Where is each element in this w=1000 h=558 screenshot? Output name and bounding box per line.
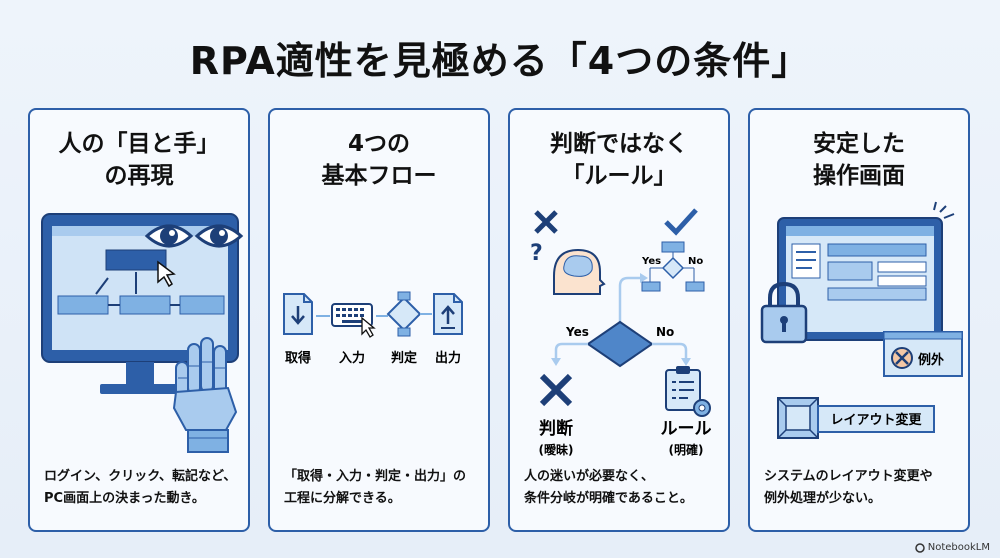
- flow-step-label: 出力: [435, 350, 461, 366]
- yes-label: Yes: [565, 325, 589, 339]
- footer-brand: NotebookLM: [915, 542, 990, 553]
- card-desc-line: 工程に分解できる。: [284, 491, 401, 506]
- monitor-icon: [777, 217, 943, 341]
- card-description: 人の迷いが必要なく、 条件分岐が明確であること。: [524, 466, 724, 510]
- flow-step-label: 入力: [339, 350, 365, 366]
- judgment-label: 判断: [539, 418, 573, 439]
- layout-change-label: レイアウト変更: [830, 412, 922, 428]
- basic-flow-diagram: 取得 入力 判定 出力: [283, 291, 463, 366]
- monitor-icon: [41, 213, 239, 394]
- footer-text: NotebookLM: [927, 542, 990, 553]
- mini-no-label: No: [688, 256, 703, 267]
- mini-flowchart: Yes No: [641, 241, 705, 292]
- card-desc-line: 条件分岐が明確であること。: [524, 491, 693, 506]
- upload-doc-icon: [433, 293, 463, 335]
- card-basic-flow: 4つの 基本フロー: [268, 108, 490, 532]
- card-description: 「取得・入力・判定・出力」の 工程に分解できる。: [284, 466, 484, 510]
- card-title-line: 判断ではなく: [550, 131, 688, 157]
- question-head-icon: ?: [530, 241, 606, 295]
- card-title-line: の再現: [104, 163, 174, 189]
- card-eyes-and-hands: 人の「目と手」 の再現 ロ: [28, 108, 250, 532]
- mini-yes-label: Yes: [641, 256, 661, 267]
- card-title-line: 安定した: [813, 131, 905, 157]
- download-doc-icon: [283, 293, 313, 335]
- no-label: No: [656, 325, 674, 339]
- card-desc-line: 例外処理が少ない。: [764, 491, 882, 506]
- exception-icon: 例外: [883, 331, 963, 377]
- cross-icon: [534, 210, 558, 234]
- card-title: 安定した 操作画面: [750, 128, 968, 192]
- judgment-sub-label: (曖昧): [539, 442, 574, 457]
- flow-step-label: 判定: [391, 350, 417, 366]
- eyes-icon: [144, 224, 244, 248]
- card-desc-line: システムのレイアウト変更や: [764, 469, 933, 484]
- clipboard-gear-icon: [665, 366, 711, 417]
- notebooklm-logo-icon: [915, 542, 925, 553]
- stable-signal-lines: [933, 201, 955, 219]
- layout-change-icon: レイアウト変更: [777, 397, 935, 439]
- svg-text:?: ?: [530, 241, 543, 266]
- cross-icon: [539, 373, 573, 407]
- card-title: 人の「目と手」 の再現: [30, 128, 248, 192]
- rule-sub-label: (明確): [669, 442, 704, 457]
- keyboard-icon: [331, 303, 376, 338]
- card-title-line: 4つの: [347, 131, 410, 157]
- card-title: 判断ではなく 「ルール」: [510, 128, 728, 192]
- stable-screen-diagram: 例外 レイアウト変更: [760, 201, 963, 439]
- card-desc-line: ログイン、クリック、転記など、: [44, 469, 237, 484]
- card-description: システムのレイアウト変更や 例外処理が少ない。: [764, 466, 964, 510]
- card-title-line: 操作画面: [813, 163, 905, 189]
- card-title-line: 人の「目と手」: [58, 131, 220, 157]
- card-desc-line: 人の迷いが必要なく、: [524, 469, 655, 484]
- flow-step-label: 取得: [285, 350, 311, 366]
- card-title: 4つの 基本フロー: [270, 128, 488, 192]
- rule-decision-diagram: ? Yes No Yes No: [530, 208, 712, 457]
- card-description: ログイン、クリック、転記など、 PC画面上の決まった動き。: [44, 466, 244, 510]
- exception-label: 例外: [918, 352, 944, 368]
- rule-label: ルール: [661, 419, 712, 439]
- page-title: RPA適性を見極める「4つの条件」: [189, 39, 811, 83]
- flowchart-icon: [386, 291, 432, 337]
- card-title-line: 基本フロー: [321, 163, 437, 189]
- robot-hand-icon: [172, 337, 238, 453]
- card-rules-not-judgment: 判断ではなく 「ルール」 ? Yes No: [508, 108, 730, 532]
- card-desc-line: PC画面上の決まった動き。: [44, 491, 205, 506]
- lock-icon: [760, 281, 808, 344]
- card-title-line: 「ルール」: [561, 163, 677, 189]
- check-icon: [664, 208, 698, 236]
- card-desc-line: 「取得・入力・判定・出力」の: [284, 469, 467, 484]
- card-stable-screen: 安定した 操作画面: [748, 108, 970, 532]
